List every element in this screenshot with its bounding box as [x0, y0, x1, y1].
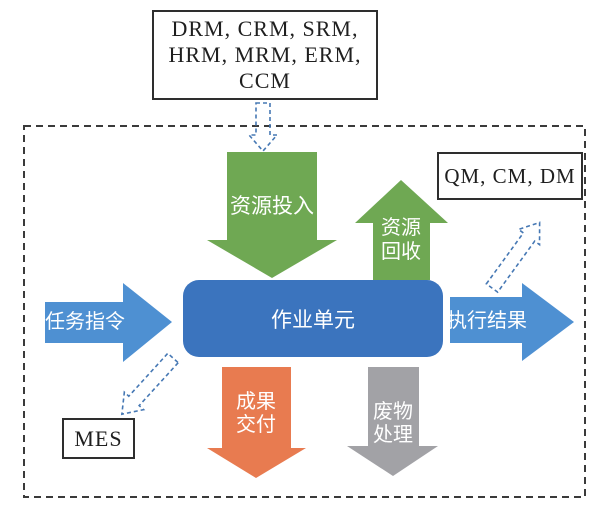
- execution-result-label: 执行结果: [447, 310, 527, 332]
- deliverables-line2: 交付: [236, 414, 276, 436]
- deliverables-arrow: [207, 367, 306, 478]
- system-boundary: [23, 125, 586, 498]
- resource-management-line: HRM, MRM, ERM,: [168, 42, 362, 67]
- deliverables-label: 成果 交付: [236, 391, 276, 437]
- resource-recycle-label: 资源 回收: [381, 216, 421, 264]
- mes-box: MES: [62, 418, 135, 459]
- deliverables-line1: 成果: [236, 391, 276, 413]
- resource-input-arrow: [207, 152, 337, 278]
- waste-disposal-line1: 废物: [373, 401, 413, 423]
- resource-management-box: DRM, CRM, SRM, HRM, MRM, ERM, CCM: [152, 10, 378, 100]
- resource-recycle-line1: 资源: [381, 217, 421, 239]
- dashed-arrow-right: [485, 221, 541, 294]
- waste-disposal-arrow: [347, 367, 438, 476]
- qm-cm-dm-label: QM, CM, DM: [444, 163, 576, 188]
- task-command-label: 任务指令: [45, 311, 125, 333]
- waste-disposal-line2: 处理: [373, 424, 413, 446]
- work-unit-label: 作业单元: [271, 308, 355, 332]
- dashed-arrow-left: [120, 352, 180, 416]
- waste-disposal-label: 废物 处理: [373, 401, 413, 447]
- qm-cm-dm-box: QM, CM, DM: [437, 152, 583, 200]
- mes-label: MES: [74, 425, 123, 451]
- resource-input-label: 资源投入: [230, 195, 314, 218]
- resource-management-line: CCM: [239, 68, 291, 93]
- execution-result-arrow: [450, 283, 574, 361]
- resource-management-line: DRM, CRM, SRM,: [171, 16, 359, 41]
- dashed-arrow-top: [247, 102, 279, 153]
- resource-recycle-line2: 回收: [381, 241, 421, 263]
- work-unit: 作业单元: [183, 280, 443, 357]
- resource-recycle-arrow: [355, 180, 448, 280]
- task-command-arrow: [45, 283, 172, 362]
